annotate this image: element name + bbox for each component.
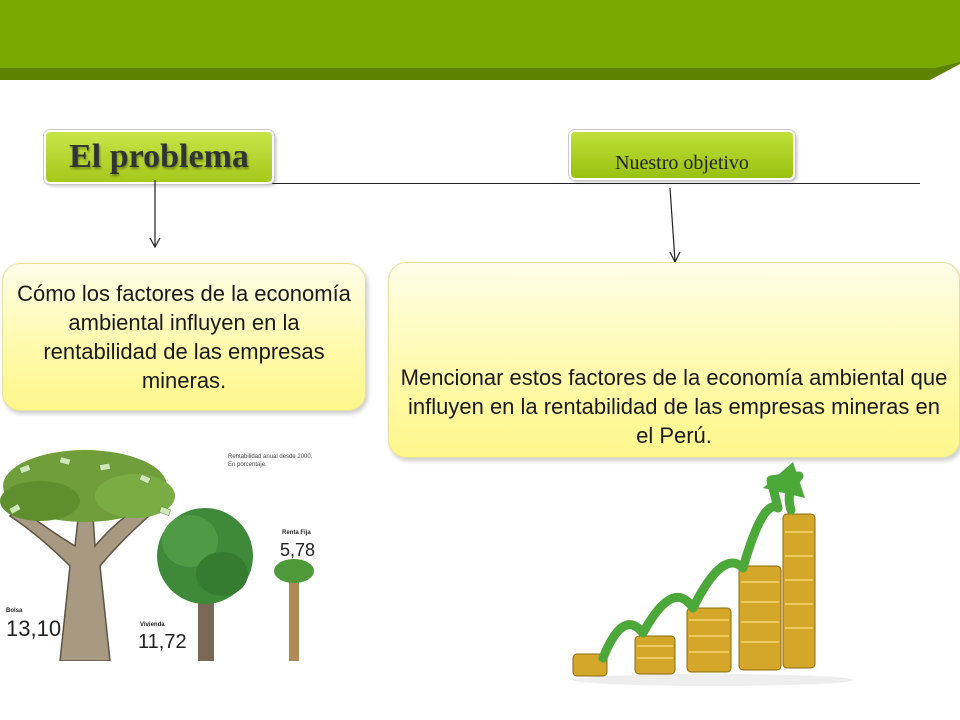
divider-line — [48, 183, 920, 184]
objective-box: Mencionar estos factores de la economía … — [388, 262, 960, 458]
infographic-caption-2: En porcentaje. — [228, 462, 267, 468]
growth-arrow-head — [763, 462, 805, 498]
objective-tag-label: Nuestro objetivo — [615, 151, 749, 174]
label-renta-fija: Renta Fija — [282, 530, 311, 536]
coin-stack-1 — [572, 653, 608, 677]
value-renta-fija: 5,78 — [280, 540, 315, 560]
label-bolsa: Bolsa — [6, 608, 23, 614]
growth-arrow — [598, 471, 804, 663]
coins-growth-image — [563, 458, 863, 686]
objective-arrow-head — [669, 251, 681, 264]
value-bolsa: 13,10 — [6, 616, 61, 641]
tree-infographic-image: Rentabilidad anual desde 2000, En porcen… — [0, 446, 322, 661]
coin-stack-3 — [686, 607, 732, 673]
objective-arrow-line — [669, 187, 676, 262]
value-vivienda: 11,72 — [138, 631, 187, 653]
problem-arrow-head — [149, 237, 161, 249]
top-banner — [0, 0, 960, 80]
coin-stack-2 — [634, 635, 676, 675]
problem-text: Cómo los factores de la economía ambient… — [17, 281, 351, 393]
problem-tag-label: El problema — [69, 138, 249, 175]
problem-tag: El problema — [44, 130, 274, 184]
objective-text: Mencionar estos factores de la economía … — [400, 365, 948, 448]
coin-stack-4 — [738, 565, 782, 671]
coin-stack-5 — [782, 513, 816, 669]
problem-box: Cómo los factores de la economía ambient… — [2, 263, 366, 411]
objective-tag: Nuestro objetivo — [569, 130, 795, 180]
infographic-caption-1: Rentabilidad anual desde 2000, — [228, 454, 313, 460]
label-vivienda: Vivienda — [140, 622, 165, 628]
